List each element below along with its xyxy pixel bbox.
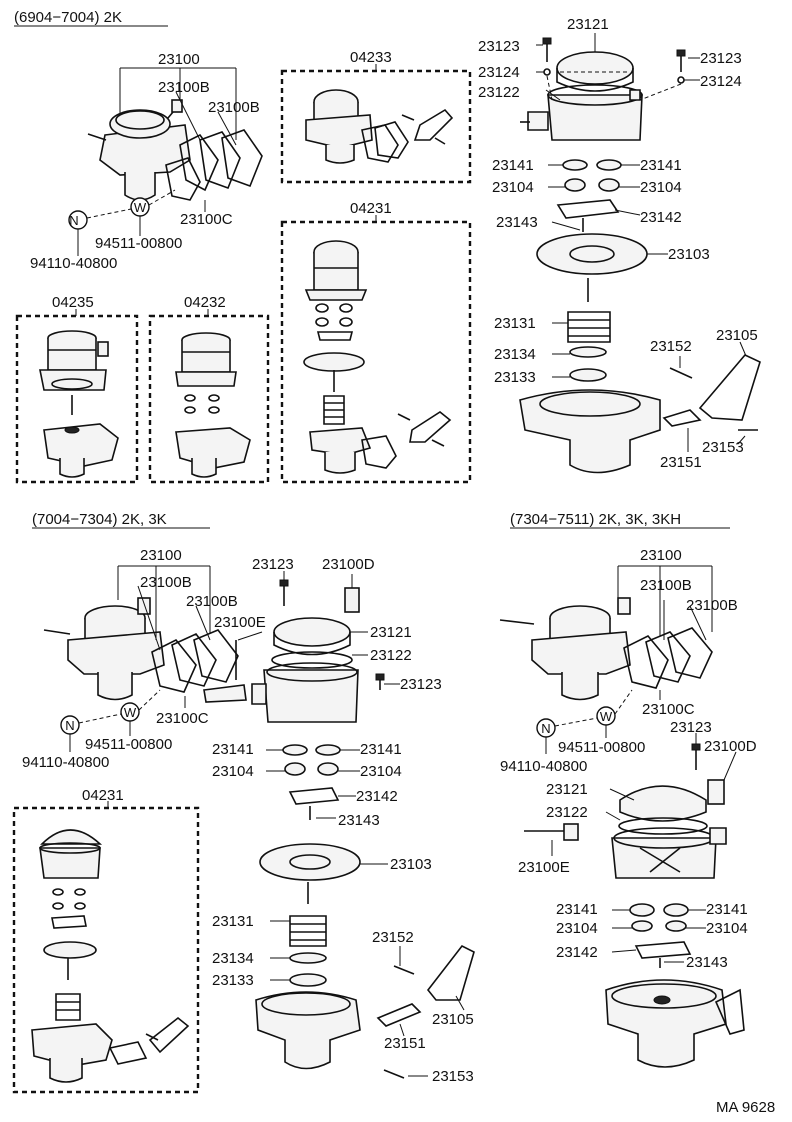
label-23152-s2: 23152 xyxy=(372,929,414,946)
label-23153-s2: 23153 xyxy=(432,1068,474,1085)
label-23103-s1: 23103 xyxy=(668,246,710,263)
label-94511-s1: 94511-00800 xyxy=(95,235,182,252)
label-23124-s1-right: 23124 xyxy=(700,73,742,90)
label-23142-s3: 23142 xyxy=(556,944,598,961)
section-header-1: (6904−7004) 2K xyxy=(14,9,168,27)
label-23104-s3-left: 23104 xyxy=(556,920,598,937)
marker-w-s1: W xyxy=(134,200,147,215)
label-23104-s2-left: 23104 xyxy=(212,763,254,780)
label-23104-s3-right: 23104 xyxy=(706,920,748,937)
label-23100c-s1: 23100C xyxy=(180,211,233,228)
label-23100d-s2: 23100D xyxy=(322,556,375,573)
pump-assembly-1 xyxy=(68,67,263,256)
marker-w-s3: W xyxy=(600,709,613,724)
label-23131-s1: 23131 xyxy=(494,315,536,332)
label-23121-s3: 23121 xyxy=(546,781,588,798)
label-23122-s1: 23122 xyxy=(478,84,520,101)
label-23104-s2-right: 23104 xyxy=(360,763,402,780)
kit-label-04235: 04235 xyxy=(52,294,94,311)
label-23141-s3-right: 23141 xyxy=(706,901,748,918)
pump-assembly-3 xyxy=(499,565,713,754)
kit-box-04232 xyxy=(148,309,270,484)
label-23105-s2: 23105 xyxy=(432,1011,474,1028)
label-23100e-s3: 23100E xyxy=(518,859,570,876)
label-23143-s3: 23143 xyxy=(686,954,728,971)
label-94110-s1: 94110-40800 xyxy=(30,255,117,272)
exploded-view-1 xyxy=(519,33,761,474)
label-23100-s3: 23100 xyxy=(640,547,682,564)
label-23141-s1-right: 23141 xyxy=(640,157,682,174)
label-23122-s2: 23122 xyxy=(370,647,412,664)
label-23104-s1-left: 23104 xyxy=(492,179,534,196)
label-23121-s1: 23121 xyxy=(567,16,609,33)
label-94110-s3: 94110-40800 xyxy=(500,758,587,775)
label-23133-s2: 23133 xyxy=(212,972,254,989)
label-23100b-s2-b: 23100B xyxy=(186,593,238,610)
section-header-3: (7304−7511) 2K, 3K, 3KH xyxy=(510,511,730,529)
section-header-2-text: (7004−7304) 2K, 3K xyxy=(32,511,167,528)
label-23143-s1: 23143 xyxy=(496,214,538,231)
label-23134-s1: 23134 xyxy=(494,346,536,363)
label-23100b-s3-b: 23100B xyxy=(686,597,738,614)
label-23151-s1: 23151 xyxy=(660,454,702,471)
label-23152-s1: 23152 xyxy=(650,338,692,355)
label-23100e-s2: 23100E xyxy=(214,614,266,631)
label-23100b-s2-a: 23100B xyxy=(140,574,192,591)
label-23100c-s2: 23100C xyxy=(156,710,209,727)
label-23151-s2: 23151 xyxy=(384,1035,426,1052)
marker-w-s2: W xyxy=(124,705,137,720)
label-23123-s2-top: 23123 xyxy=(252,556,294,573)
label-23133-s1: 23133 xyxy=(494,369,536,386)
label-23122-s3: 23122 xyxy=(546,804,588,821)
label-94511-s3: 94511-00800 xyxy=(558,739,645,756)
label-23142-s2: 23142 xyxy=(356,788,398,805)
kit-box-04235 xyxy=(15,309,139,484)
kit-box-04231-bottom xyxy=(12,801,200,1094)
kit-label-04233: 04233 xyxy=(350,49,392,66)
label-94110-s2: 94110-40800 xyxy=(22,754,109,771)
label-94511-s2: 94511-00800 xyxy=(85,736,172,753)
label-23121-s2: 23121 xyxy=(370,624,412,641)
label-23100b-s1-a: 23100B xyxy=(158,79,210,96)
label-23134-s2: 23134 xyxy=(212,950,254,967)
section-header-3-text: (7304−7511) 2K, 3K, 3KH xyxy=(510,511,681,528)
exploded-view-3 xyxy=(524,733,745,1068)
label-23143-s2: 23143 xyxy=(338,812,380,829)
pump-assembly-2 xyxy=(43,565,239,752)
kit-box-04231-top xyxy=(280,215,472,484)
label-23104-s1-right: 23104 xyxy=(640,179,682,196)
label-23100-s2: 23100 xyxy=(140,547,182,564)
exploded-view-2 xyxy=(203,571,475,1079)
label-23123-s3: 23123 xyxy=(670,719,712,736)
label-23141-s3-left: 23141 xyxy=(556,901,598,918)
label-23105-s1: 23105 xyxy=(716,327,758,344)
label-23131-s2: 23131 xyxy=(212,913,254,930)
marker-n-s3: N xyxy=(541,721,550,736)
label-23141-s2-right: 23141 xyxy=(360,741,402,758)
label-23103-s2: 23103 xyxy=(390,856,432,873)
label-23124-s1-left: 23124 xyxy=(478,64,520,81)
kit-label-04232: 04232 xyxy=(184,294,226,311)
section-header-2: (7004−7304) 2K, 3K xyxy=(32,511,210,529)
label-23100d-s3: 23100D xyxy=(704,738,757,755)
label-23141-s1-left: 23141 xyxy=(492,157,534,174)
label-23123-s2-right: 23123 xyxy=(400,676,442,693)
label-23142-s1: 23142 xyxy=(640,209,682,226)
label-23153-s1: 23153 xyxy=(702,439,744,456)
marker-n-s1: N xyxy=(69,213,78,228)
label-23100b-s1-b: 23100B xyxy=(208,99,260,116)
label-23141-s2-left: 23141 xyxy=(212,741,254,758)
section-header-1-text: (6904−7004) 2K xyxy=(14,9,122,26)
label-23100b-s3-a: 23100B xyxy=(640,577,692,594)
marker-n-s2: N xyxy=(65,718,74,733)
label-23123-s1-left: 23123 xyxy=(478,38,520,55)
kit-label-04231-bottom: 04231 xyxy=(82,787,124,804)
kit-label-04231-top: 04231 xyxy=(350,200,392,217)
diagram-code: MA 9628 xyxy=(716,1099,775,1116)
label-23123-s1-right: 23123 xyxy=(700,50,742,67)
label-23100-s1: 23100 xyxy=(158,51,200,68)
kit-box-04233 xyxy=(280,64,472,184)
label-23100c-s3: 23100C xyxy=(642,701,695,718)
